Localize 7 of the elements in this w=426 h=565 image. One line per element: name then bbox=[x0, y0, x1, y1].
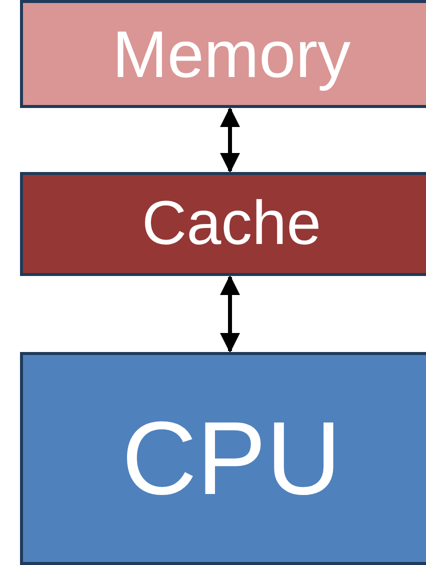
process-box bbox=[20, 0, 426, 108]
double-arrow bbox=[220, 275, 240, 353]
box-label: Cache bbox=[142, 193, 322, 255]
double-arrow bbox=[220, 107, 240, 173]
process-box bbox=[20, 352, 426, 565]
box-label: CPU bbox=[122, 406, 342, 510]
process-box bbox=[20, 172, 426, 276]
